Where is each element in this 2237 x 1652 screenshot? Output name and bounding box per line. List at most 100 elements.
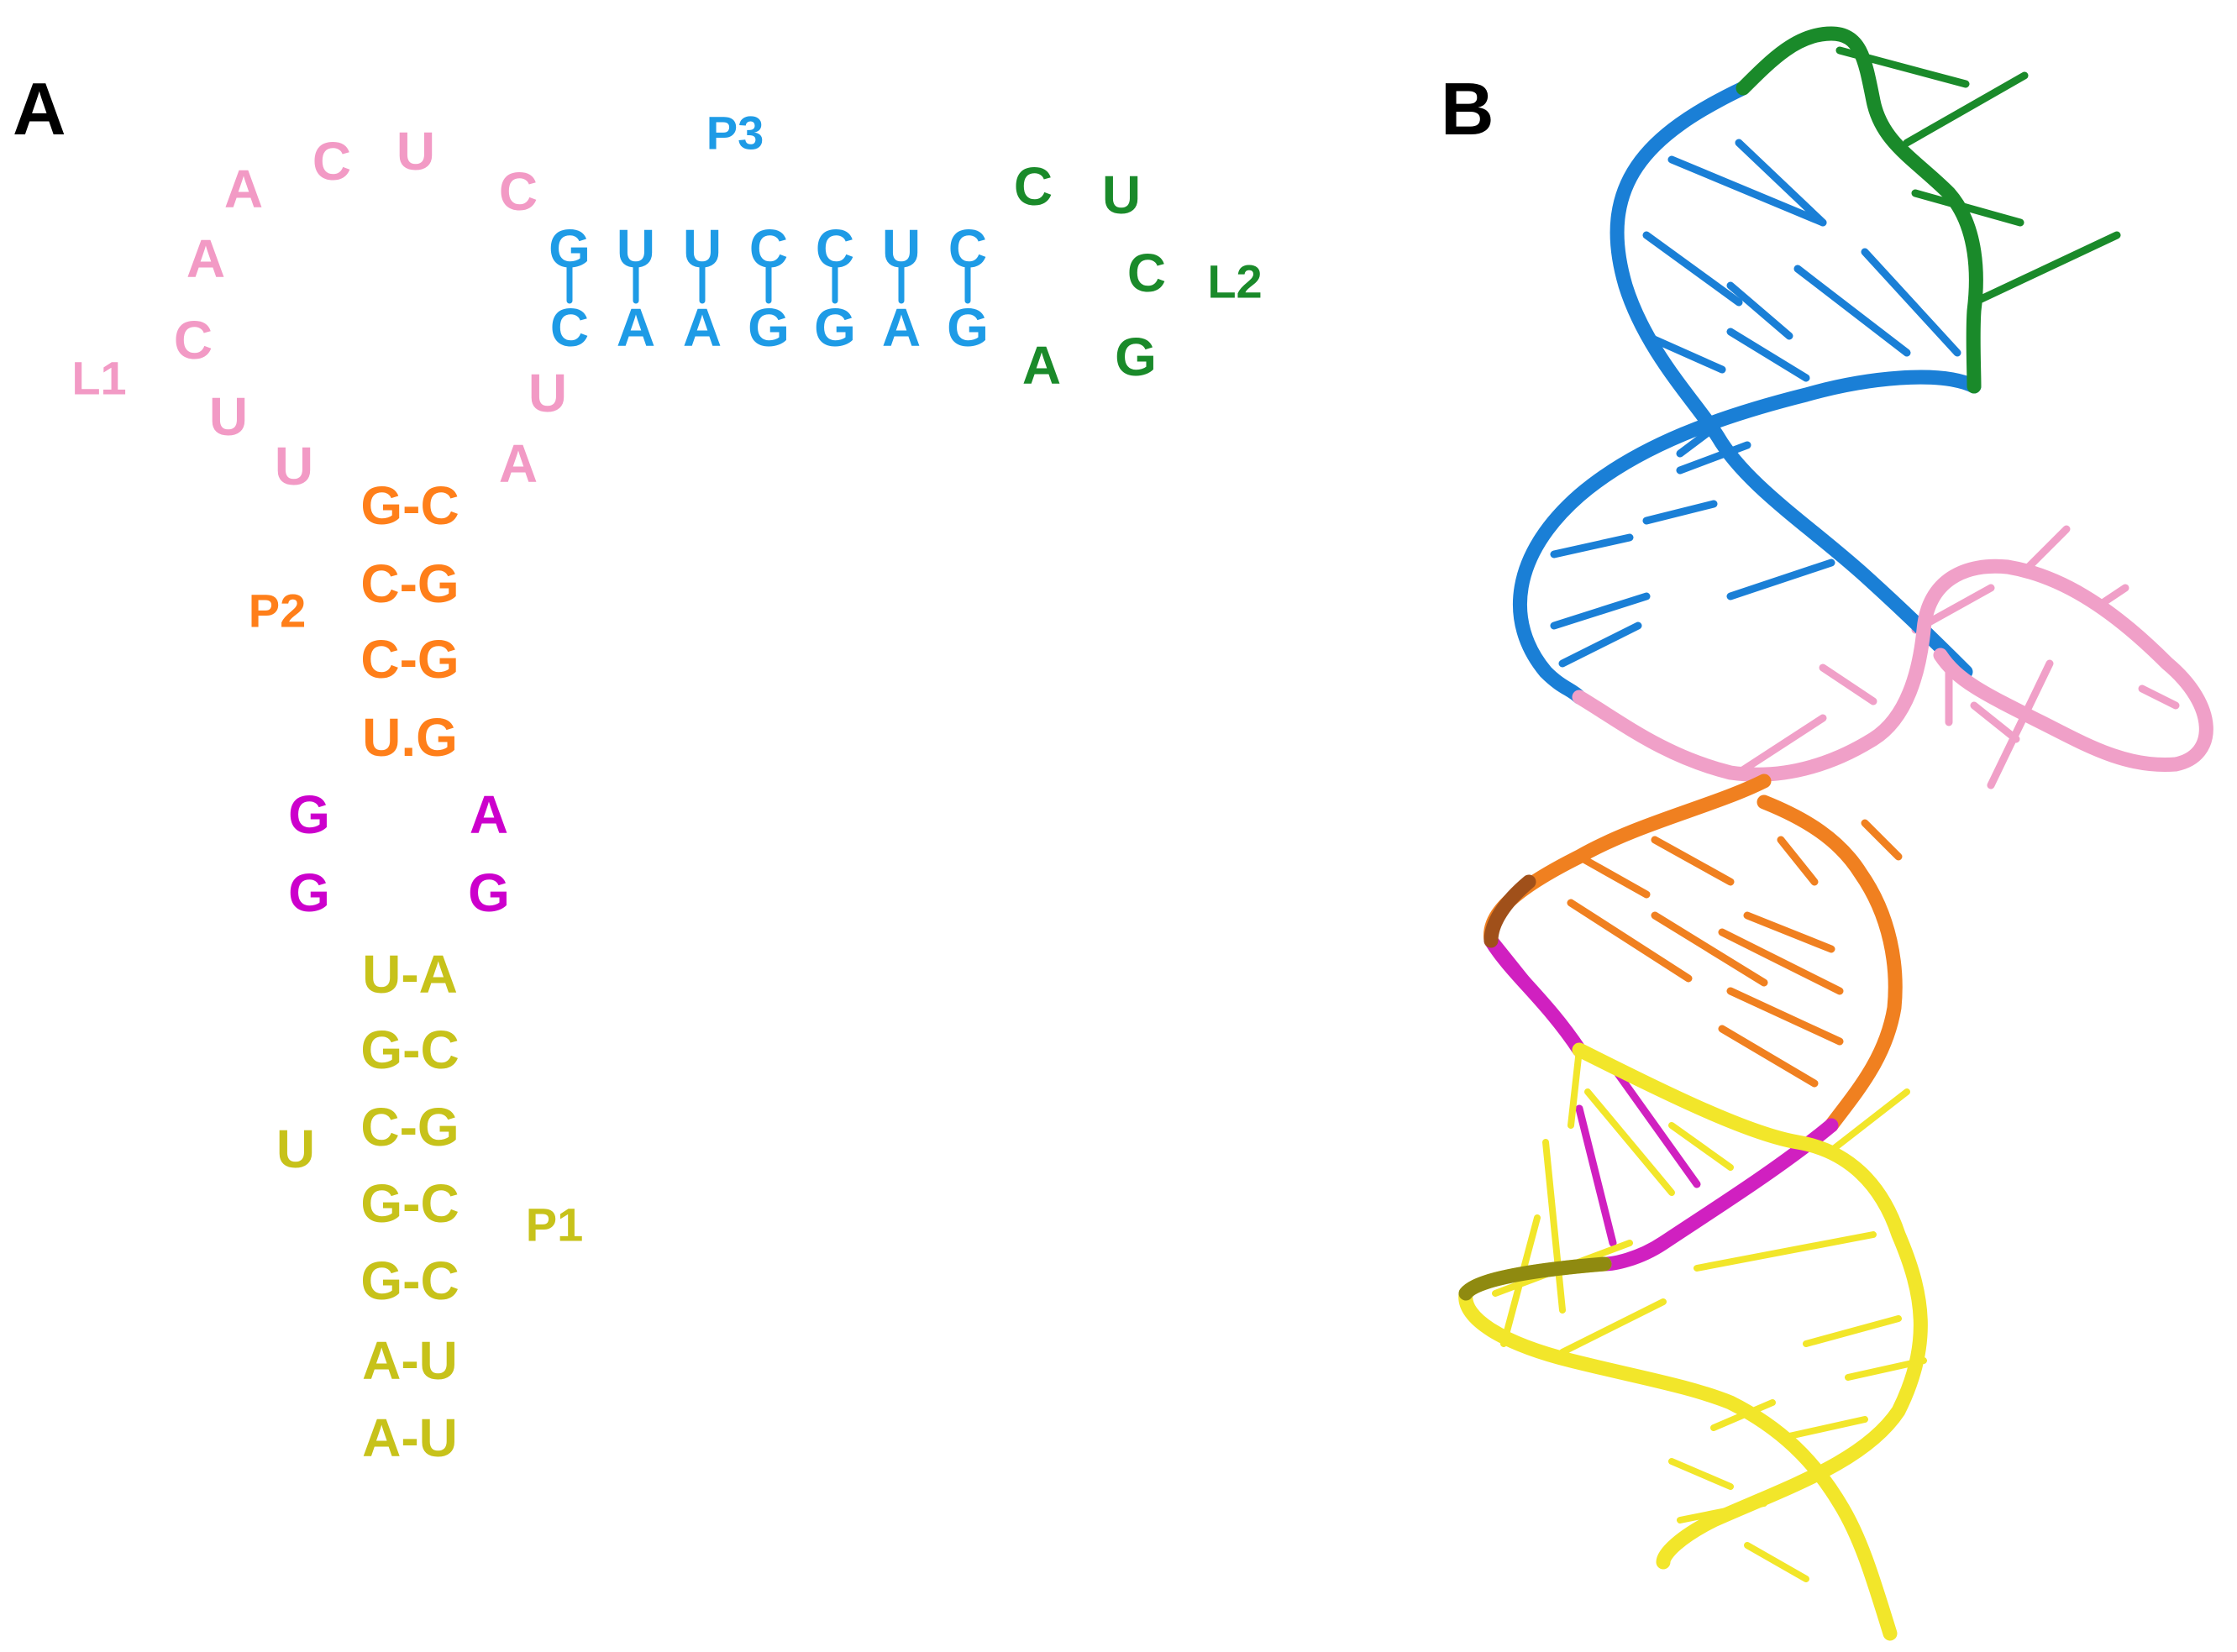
- p1-base-pair: G-C: [360, 1251, 459, 1311]
- p1-backbone-strand: [1458, 1256, 1898, 1641]
- p2-backbone-strand: [1483, 774, 1772, 948]
- base-rung: [1970, 701, 2020, 743]
- base-rung: [1911, 189, 2024, 227]
- base-rung: [1676, 441, 1751, 475]
- base-rung: [1735, 714, 1827, 777]
- p3-backbone-strand: [1512, 370, 1982, 705]
- l2-nucleotide: U: [1102, 165, 1141, 225]
- p3-bottom-nucleotide: A: [882, 297, 921, 358]
- l1-nucleotide: A: [186, 228, 225, 289]
- p1-bases: [1492, 1046, 1927, 1582]
- p3-top-nucleotide: U: [683, 218, 722, 279]
- l1-nucleotide: C: [174, 310, 213, 370]
- l2-bases: [1835, 46, 2121, 307]
- panel-a: A P3 L2 L1 P2 P1 C U C A A C U U U A: [13, 67, 1263, 1468]
- p3-bottom-nucleotide: G: [947, 297, 989, 358]
- base-rung: [1651, 911, 1768, 987]
- p1-base-pair: A-U: [362, 1330, 458, 1391]
- base-rung: [1786, 1416, 1868, 1440]
- p3-top-nucleotide: G: [549, 218, 591, 279]
- p3-bottom-nucleotide: G: [814, 297, 856, 358]
- base-rung: [1726, 987, 1844, 1046]
- l1-bases: [1735, 525, 2180, 789]
- base-rung: [1803, 1315, 1902, 1347]
- base-rung: [1558, 621, 1642, 668]
- base-rung: [1987, 659, 2054, 789]
- base-rung: [1903, 71, 2029, 147]
- l2-backbone-loop: [1736, 26, 1983, 394]
- l1-backbone-loop: [1572, 559, 2213, 782]
- base-rung: [1584, 1088, 1675, 1196]
- base-rung: [2020, 525, 2071, 575]
- base-rung: [1642, 500, 1718, 525]
- base-rung: [1642, 332, 1726, 374]
- base-rung: [1726, 559, 1835, 600]
- base-rung: [1567, 1046, 1583, 1129]
- l1-label: L1: [71, 352, 126, 405]
- base-rung: [1542, 1139, 1566, 1314]
- base-rung: [1828, 1088, 1910, 1154]
- base-rung: [1718, 1025, 1819, 1088]
- l1-nucleotide: U: [209, 386, 248, 447]
- p3-bottom-nucleotide: A: [683, 297, 722, 358]
- base-rung: [1861, 248, 1961, 357]
- panel-a-label: A: [13, 67, 66, 150]
- panel-b-label: B: [1441, 67, 1494, 150]
- p1-base-pair: U-A: [362, 944, 458, 1004]
- base-rung: [1861, 819, 1903, 861]
- l2-label: L2: [1207, 255, 1262, 308]
- internal-backbone-strand: [1597, 1118, 1839, 1272]
- p2-backbone-shadow: [1483, 874, 1536, 948]
- p1-bulge-nucleotide: U: [276, 1119, 315, 1179]
- base-rung: [1735, 139, 1827, 227]
- base-rung: [1793, 265, 1911, 357]
- p1-base-pair: A-U: [362, 1408, 458, 1468]
- l2-nucleotide: A: [1022, 335, 1061, 396]
- backbone: [1458, 26, 2213, 1641]
- p3-top-nucleotide: U: [882, 218, 921, 279]
- p3-bottom-nucleotide: G: [748, 297, 790, 358]
- internal-backbone-strand: [1483, 933, 1587, 1057]
- internal-loop-left-nucleotide: G: [288, 863, 330, 923]
- l1-nucleotide: A: [224, 159, 263, 219]
- p2-base-pair: G-C: [360, 475, 459, 536]
- base-rung: [1743, 911, 1835, 953]
- p1-backbone-shadow: [1458, 1256, 1612, 1301]
- p2-base-pair: C-G: [360, 629, 459, 690]
- p3-top-nucleotide: C: [816, 218, 854, 279]
- base-rung: [1694, 1231, 1877, 1272]
- l2-nucleotide: C: [1014, 156, 1053, 217]
- base-rung: [1970, 231, 2121, 307]
- l1-nucleotide: C: [312, 131, 351, 191]
- internal-loop: G G A G: [288, 784, 510, 923]
- base-rung: [1609, 1062, 1701, 1188]
- p3-top-nucleotide: C: [749, 218, 788, 279]
- l1-nucleotide: A: [499, 433, 538, 494]
- base-rung: [1550, 592, 1651, 630]
- l1-nucleotide: U: [275, 436, 313, 496]
- p1-base-pair: G-C: [360, 1020, 459, 1080]
- p1-base-pair: G-C: [360, 1173, 459, 1234]
- base-rung: [1667, 155, 1827, 227]
- l1-nucleotide: U: [396, 121, 435, 181]
- base-rung: [1651, 836, 1735, 886]
- base-rung: [1567, 899, 1693, 983]
- l1-nucleotide: U: [528, 363, 567, 423]
- l2-nucleotide: C: [1127, 243, 1166, 303]
- base-rung: [1559, 1298, 1667, 1356]
- base-rung: [1550, 533, 1634, 559]
- panel-b: B: [1441, 26, 2213, 1641]
- base-rung: [1777, 836, 1819, 886]
- internal-loop-right-nucleotide: G: [468, 863, 510, 923]
- base-rung: [1668, 1458, 1734, 1490]
- p2-label: P2: [249, 585, 307, 637]
- p1-base-pair: C-G: [360, 1097, 459, 1157]
- p1-helix: U-A G-C C-G G-C G-C A-U A-U U: [276, 944, 459, 1468]
- internal-loop-left-nucleotide: G: [288, 784, 330, 845]
- base-rung: [1744, 1542, 1809, 1582]
- l1-nucleotide: C: [499, 161, 538, 222]
- p2-base-pair: C-G: [360, 553, 459, 614]
- l2-nucleotide: G: [1115, 327, 1157, 387]
- p2-bases: [1567, 819, 1903, 1088]
- l1-loop: C U C A A C U U U A: [174, 121, 567, 496]
